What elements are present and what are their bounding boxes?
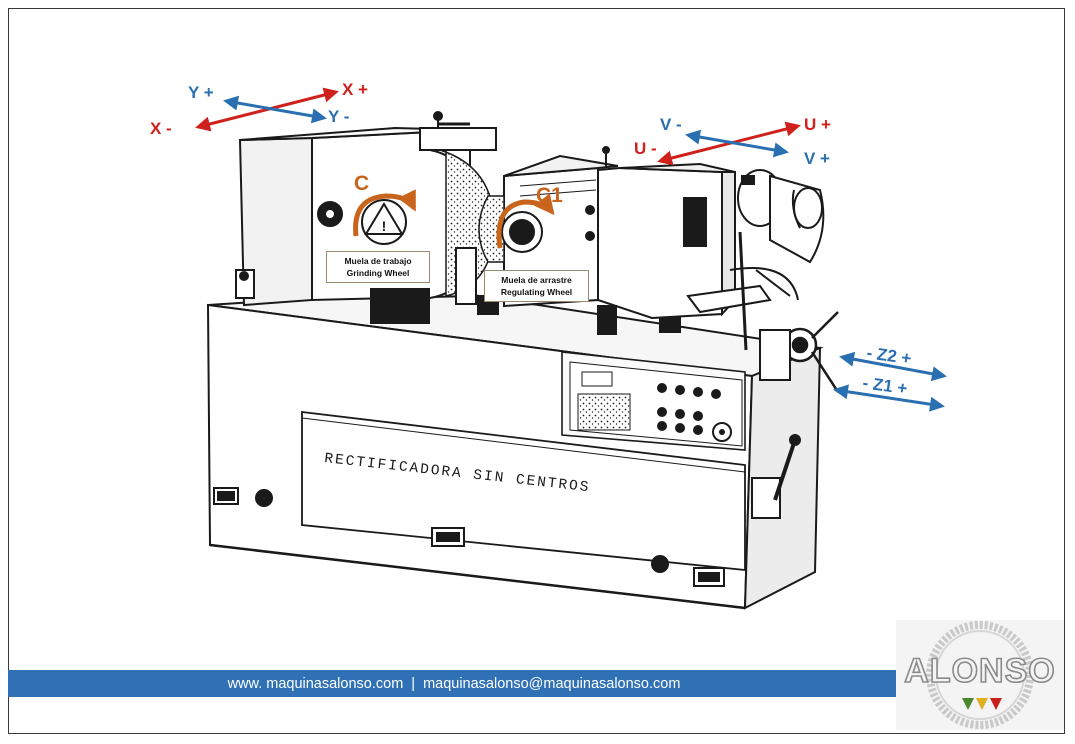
z1-axis-arrow	[833, 384, 945, 412]
u-plus-label: U +	[804, 115, 831, 134]
base-fixtures	[213, 434, 801, 587]
c1-rotation-label: C1	[536, 184, 563, 207]
c-rotation-label: C	[354, 172, 369, 195]
rotation-arrows	[353, 189, 555, 249]
x-minus-label: X -	[150, 119, 172, 138]
u-minus-label: U -	[634, 139, 657, 158]
v-axis-arrow	[685, 129, 789, 158]
footer-bar: www. maquinasalonso.com | maquinasalonso…	[8, 670, 900, 697]
handwheel	[759, 311, 840, 393]
y-minus-label: Y -	[328, 107, 349, 126]
logo-triangles	[962, 698, 1002, 710]
gear-icon	[926, 621, 1034, 729]
c-rotation-arrow	[353, 189, 417, 237]
footer-website-link[interactable]: www. maquinasalonso.com	[227, 675, 404, 692]
regulating-wheel-callout: Muela de arrastre Regulating Wheel	[484, 270, 589, 302]
alonso-logo: ALONSO	[896, 620, 1064, 730]
motor-housing	[455, 162, 825, 351]
c1-rotation-arrow	[496, 193, 555, 249]
wheel-slide	[370, 288, 430, 324]
control-panel	[577, 371, 732, 442]
svg-text:!: !	[382, 218, 387, 234]
y-plus-label: Y +	[188, 83, 214, 102]
z2-axis-arrow	[839, 351, 947, 382]
v-minus-label: V -	[660, 115, 682, 134]
footer-separator: |	[411, 675, 416, 692]
v-plus-label: V +	[804, 149, 830, 168]
axis-arrows	[195, 87, 947, 412]
grinding-wheel-callout-line2: Grinding Wheel	[346, 268, 410, 278]
y-axis-arrow	[223, 95, 327, 124]
x-plus-label: X +	[342, 80, 368, 99]
z2-label: - Z2 +	[865, 343, 912, 368]
grinding-wheel-callout-line1: Muela de trabajo	[344, 256, 412, 266]
footer-email-link[interactable]: maquinasalonso@maquinasalonso.com	[423, 675, 681, 692]
logo-text: ALONSO	[904, 652, 1055, 690]
machine-base	[206, 288, 824, 610]
regulating-wheel-callout-line1: Muela de arrastre	[501, 275, 572, 285]
regulating-wheel-callout-line2: Regulating Wheel	[500, 287, 573, 297]
grinding-wheel-callout: Muela de trabajo Grinding Wheel	[326, 251, 430, 283]
